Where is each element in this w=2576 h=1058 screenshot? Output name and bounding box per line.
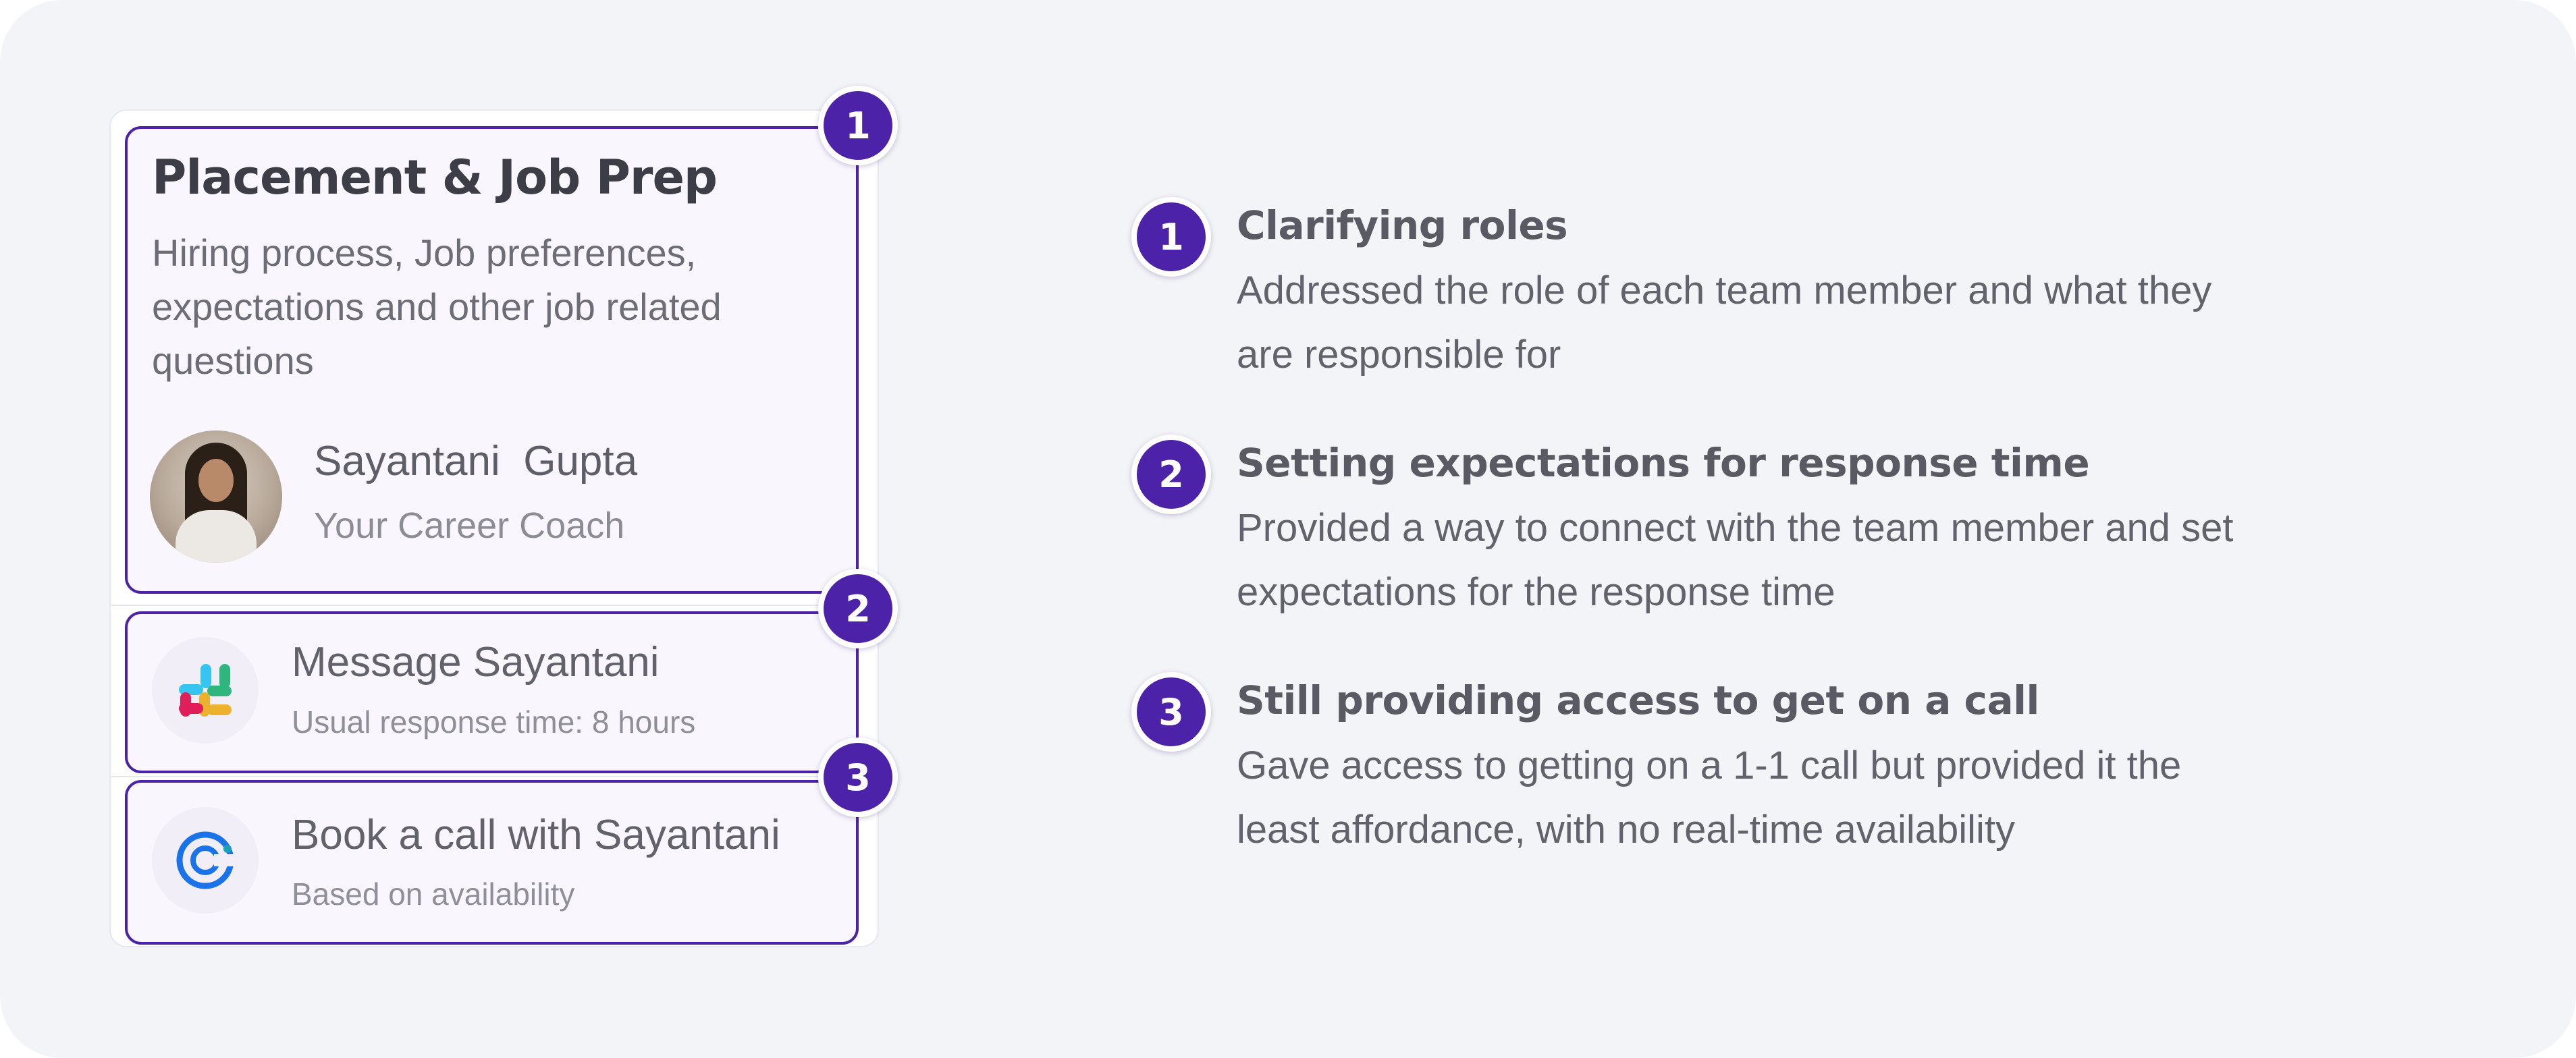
point-badge: 1 xyxy=(1131,197,1211,277)
card-title: Placement & Job Prep xyxy=(152,150,718,205)
point-body: Addressed the role of each team member a… xyxy=(1237,269,2212,377)
avatar xyxy=(150,430,282,563)
number-badge: 2 xyxy=(818,569,898,648)
divider xyxy=(111,605,878,606)
coach-role: Your Career Coach xyxy=(314,505,625,546)
message-title[interactable]: Message Sayantani xyxy=(292,639,660,686)
point-body: Provided a way to connect with the team … xyxy=(1237,506,2234,614)
point-body: Gave access to getting on a 1-1 call but… xyxy=(1237,744,2182,852)
point-badge: 2 xyxy=(1131,435,1211,514)
slack-icon xyxy=(152,637,259,744)
point-title: Still providing access to get on a call xyxy=(1237,677,2039,723)
number-badge: 3 xyxy=(818,737,898,817)
call-title[interactable]: Book a call with Sayantani xyxy=(292,812,780,858)
number-badge: 1 xyxy=(818,86,898,165)
point-title: Setting expectations for response time xyxy=(1237,440,2090,486)
divider xyxy=(111,776,878,777)
message-subtitle: Usual response time: 8 hours xyxy=(292,704,696,740)
coach-name: Sayantani Gupta xyxy=(314,438,638,484)
card-description: Hiring process, Job preferences, expecta… xyxy=(152,231,722,382)
calendly-icon xyxy=(152,807,259,914)
call-subtitle: Based on availability xyxy=(292,876,575,912)
point-title: Clarifying roles xyxy=(1237,202,1568,248)
point-badge: 3 xyxy=(1131,672,1211,752)
